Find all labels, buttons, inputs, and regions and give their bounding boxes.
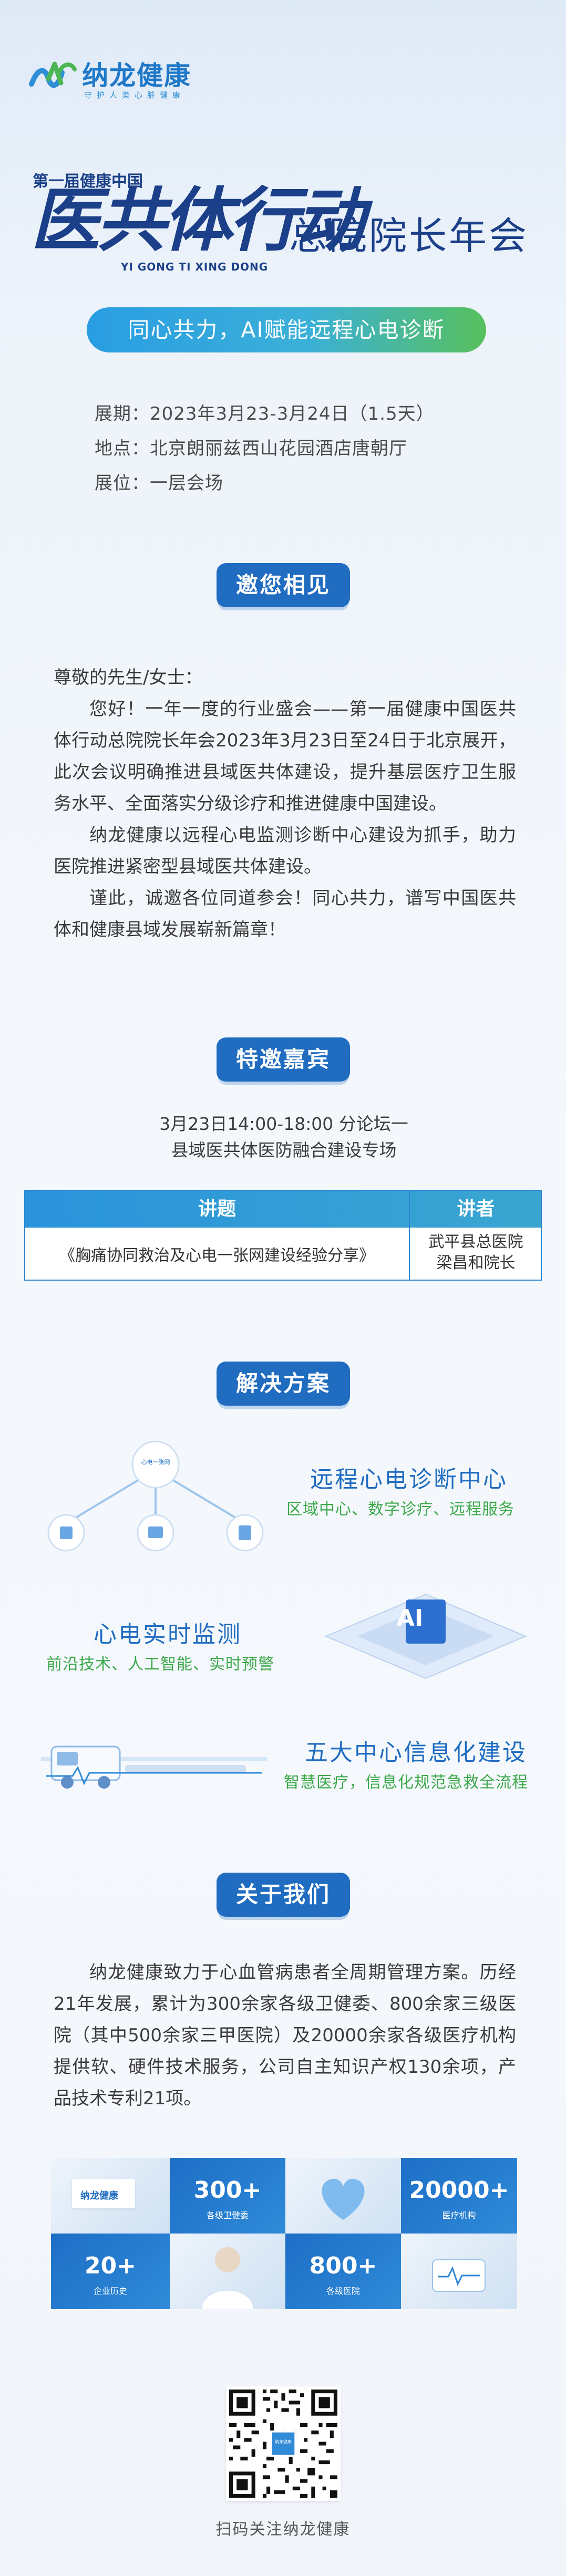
table-cell-speaker: 武平县总医院 梁昌和院长 [410,1232,542,1274]
heart-photo [285,2158,401,2234]
solution-1-title: 远程心电诊断中心 [310,1466,508,1493]
brand-logo: 纳龙健康 守护人类心脏健康 [27,48,201,106]
nalong-logo-icon [29,61,77,88]
heart-icon [322,2178,365,2220]
invite-paragraph-3: 谨此，诚邀各位同道参会！同心共力，谱写中国医共体和健康县域发展崭新篇章！ [54,888,516,940]
stat-number: 300+ [193,2177,262,2204]
office-sign: 纳龙健康 [80,2190,118,2201]
invite-letter: 尊敬的先生/女士： 您好！一年一度的行业盛会——第一届健康中国医共体行动总院院长… [54,662,516,946]
forum-time: 3月23日14:00-18:00 分论坛一 [159,1114,408,1134]
section-title-invite: 邀您相见 [217,563,350,607]
stat-number: 20+ [84,2252,137,2279]
solution-3-title: 五大中心信息化建设 [305,1739,527,1766]
stat-number: 800+ [309,2252,377,2279]
stat-label: 医疗机构 [442,2210,476,2220]
wechat-qr-code[interactable]: 纳龙健康 [226,2386,341,2501]
invite-greeting: 尊敬的先生/女士： [54,667,203,688]
solution-1-subtitle: 区域中心、数字诊疗、远程服务 [286,1500,514,1519]
event-title-prefix: 第一届健康中国 [33,172,143,191]
invite-paragraph-1: 您好！一年一度的行业盛会——第一届健康中国医共体行动总院院长年会2023年3月2… [54,699,516,814]
section-title-guests: 特邀嘉宾 [217,1037,350,1082]
event-title-main: 医共体行动 [30,180,365,261]
invite-paragraph-2: 纳龙健康以远程心电监测诊断中心建设为抓手，助力医院推进紧密型县域医共体建设。 [54,825,516,877]
qr-logo-text: 纳龙健康 [275,2439,292,2444]
slogan-banner: 同心共力，AI赋能远程心电诊断 [87,307,486,352]
event-title-suffix: 总院院长年会 [289,214,529,258]
ecg-device-icon [432,2259,486,2292]
stat-label: 各级卫健委 [206,2210,249,2220]
office-photo: 纳龙健康 [51,2158,170,2234]
about-text: 纳龙健康致力于心血管病患者全周期管理方案。历经21年发展，累计为300余家各级卫… [54,1962,516,2109]
stat-label: 各级医院 [326,2286,360,2296]
brand-name: 纳龙健康 [82,60,191,91]
section-title-about: 关于我们 [217,1873,350,1917]
table-cell-topic: 《胸痛协同救治及心电一张网建设经验分享》 [59,1247,375,1265]
guest-table: 讲题 讲者 《胸痛协同救治及心电一张网建设经验分享》 武平县总医院 梁昌和院长 [24,1190,542,1281]
qr-code-icon [229,2390,337,2498]
ambulance-illustration [41,1746,267,1789]
solution-3-subtitle: 智慧医疗，信息化规范急救全流程 [284,1773,528,1792]
speaker-org: 武平县总医院 [428,1233,523,1251]
network-hub-label: 心电一张网 [141,1459,170,1466]
guest-table-header [25,1191,541,1228]
forum-name: 县域医共体医防融合建设专场 [171,1140,397,1160]
brand-slogan: 守护人类心脏健康 [84,90,186,100]
event-booth: 展位：一层会场 [95,473,223,494]
forum-info: 3月23日14:00-18:00 分论坛一 县域医共体医防融合建设专场 [74,1111,494,1164]
solution-2-title: 心电实时监测 [94,1621,242,1648]
stat-medical-institutions: 20000+ 医疗机构 [401,2158,517,2234]
stat-company-history: 20+ 企业历史 [51,2234,170,2309]
event-title-pinyin: YI GONG TI XING DONG [121,261,269,273]
event-venue: 地点：北京朗丽兹西山花园酒店唐朝厅 [95,438,407,459]
company-stats: 纳龙健康 300+ 各级卫健委 20000+ 医疗机构 20+ 企业历史 800… [51,2158,517,2309]
column-header-speaker: 讲者 [457,1198,495,1220]
doctor-icon [201,2247,254,2309]
stat-label: 企业历史 [93,2286,127,2296]
stat-number: 20000+ [409,2177,509,2204]
ai-platform-illustration [324,1593,527,1679]
ai-badge: AI [396,1605,424,1632]
table-divider [409,1191,410,1280]
doctor-photo [170,2234,285,2309]
device-photo [401,2234,517,2309]
section-title-solutions: 解决方案 [217,1362,350,1406]
event-date: 展期：2023年3月23-3月24日（1.5天） [95,403,435,424]
ecg-network-diagram [47,1440,264,1552]
stat-hospitals: 800+ 各级医院 [285,2234,401,2309]
speaker-name: 梁昌和院长 [436,1254,516,1272]
event-title: 第一届健康中国 医共体行动 YI GONG TI XING DONG 总院院长年… [21,168,547,289]
column-header-topic: 讲题 [198,1198,236,1220]
qr-caption: 扫码关注纳龙健康 [215,2520,351,2539]
stat-health-commissions: 300+ 各级卫健委 [170,2158,285,2234]
solution-2-subtitle: 前沿技术、人工智能、实时预警 [46,1655,274,1674]
